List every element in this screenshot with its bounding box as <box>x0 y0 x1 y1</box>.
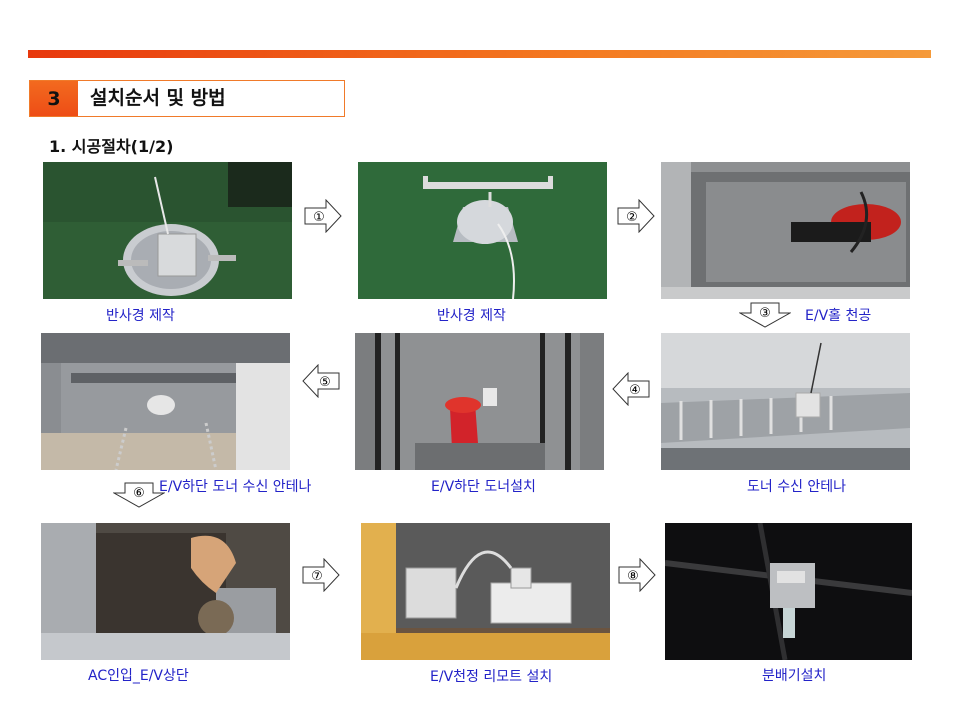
section-header: 3 설치순서 및 방법 <box>29 80 345 117</box>
step-arrow-4: ④ <box>612 372 650 406</box>
step-arrow-2: ② <box>617 199 655 233</box>
caption-ev-bottom-antenna: E/V하단 도너 수신 안테나 <box>159 479 312 495</box>
caption-reflector-2: 반사경 제작 <box>437 308 506 324</box>
photo-reflector-1 <box>43 162 292 299</box>
step-arrow-8: ⑧ <box>618 558 656 592</box>
caption-ev-hall-drilling: E/V홀 천공 <box>805 308 872 324</box>
step-arrow-6: ⑥ <box>113 482 165 508</box>
caption-donor-antenna: 도너 수신 안테나 <box>747 479 847 495</box>
section-number: 3 <box>30 81 78 116</box>
photo-ac-input <box>41 523 290 660</box>
photo-donor-antenna <box>661 333 910 470</box>
step-arrow-1: ① <box>304 199 342 233</box>
caption-ac-input: AC인입_E/V상단 <box>88 668 189 684</box>
photo-splitter <box>665 523 912 660</box>
step-arrow-7: ⑦ <box>302 558 340 592</box>
step-number-8: ⑧ <box>627 569 639 584</box>
caption-splitter: 분배기설치 <box>762 668 827 684</box>
step-number-2: ② <box>626 210 638 225</box>
photo-ev-bottom-antenna <box>41 333 290 470</box>
photo-ev-bottom-donor <box>355 333 604 470</box>
step-number-1: ① <box>313 210 325 225</box>
step-number-5: ⑤ <box>319 375 331 390</box>
caption-ev-bottom-donor: E/V하단 도너설치 <box>431 479 536 495</box>
photo-ev-ceiling-remote <box>361 523 610 660</box>
step-number-7: ⑦ <box>311 569 323 584</box>
step-number-6: ⑥ <box>133 486 145 501</box>
caption-ev-ceiling-remote: E/V천정 리모트 설치 <box>430 669 553 685</box>
step-arrow-5: ⑤ <box>302 364 340 398</box>
photo-reflector-2 <box>358 162 607 299</box>
step-arrow-3: ③ <box>739 302 791 328</box>
photo-ev-hall-drilling <box>661 162 910 299</box>
page-subtitle: 1. 시공절차(1/2) <box>49 137 174 156</box>
step-number-4: ④ <box>629 383 641 398</box>
header-accent-bar <box>28 50 931 58</box>
section-title: 설치순서 및 방법 <box>90 87 226 109</box>
step-number-3: ③ <box>759 306 771 321</box>
caption-reflector-1: 반사경 제작 <box>106 308 175 324</box>
